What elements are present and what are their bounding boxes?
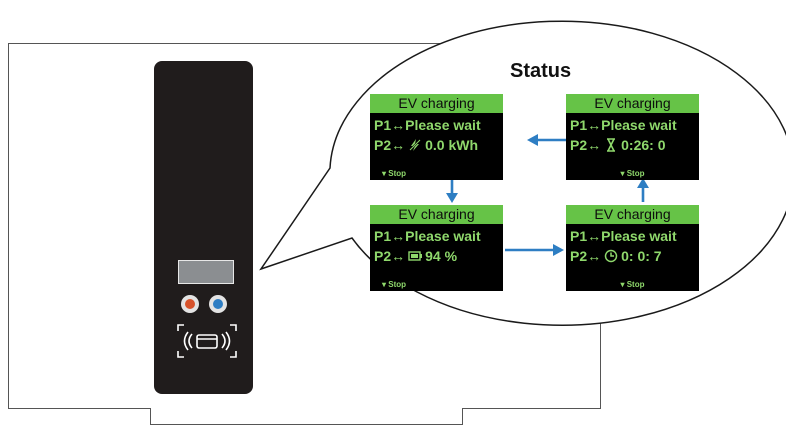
hourglass-icon bbox=[607, 138, 616, 152]
stop-label: ▾ Stop bbox=[382, 169, 407, 178]
screen-header: EV charging bbox=[370, 94, 503, 113]
screen-line-2: P2↔ 0:26: 0 bbox=[566, 134, 699, 156]
screen-header: EV charging bbox=[370, 205, 503, 224]
screen-value: 0:26: 0 bbox=[621, 137, 666, 153]
screen-line-1: P1↔Please wait bbox=[570, 117, 677, 133]
screen-value: 94 % bbox=[425, 248, 458, 264]
screen-line-1: P1↔Please wait bbox=[374, 228, 481, 244]
lcd-screen-energy: EV charging P1↔Please wait P2↔ 0.0 kWh ▾… bbox=[370, 94, 503, 180]
socket-right bbox=[209, 295, 227, 313]
screen-port-label: P2↔ bbox=[570, 137, 602, 153]
stop-label: ▾ Stop bbox=[382, 280, 407, 289]
lcd-screen-elapsed-time: EV charging P1↔Please wait P2↔ 0: 0: 7 ▾… bbox=[566, 205, 699, 291]
stop-label: ▾ Stop bbox=[620, 169, 645, 178]
charger-display bbox=[178, 260, 234, 284]
screen-line-2: P2↔ 94 % bbox=[370, 245, 503, 267]
screen-line-1: P1↔Please wait bbox=[374, 117, 481, 133]
clock-icon bbox=[604, 249, 618, 263]
screen-line-2: P2↔ 0.0 kWh bbox=[370, 134, 503, 156]
screen-port-label: P2↔ bbox=[570, 248, 602, 264]
screen-port-label: P2↔ bbox=[374, 137, 406, 153]
stop-label: ▾ Stop bbox=[620, 280, 645, 289]
screen-line-2: P2↔ 0: 0: 7 bbox=[566, 245, 699, 267]
battery-icon bbox=[408, 251, 423, 261]
socket-left bbox=[181, 295, 199, 313]
lcd-screen-battery: EV charging P1↔Please wait P2↔ 94 % ▾ St… bbox=[370, 205, 503, 291]
rfid-card-icon bbox=[177, 324, 237, 358]
screen-value: 0: 0: 7 bbox=[621, 248, 662, 264]
lcd-screen-time-remaining: EV charging P1↔Please wait P2↔ 0:26: 0 ▾… bbox=[566, 94, 699, 180]
lightning-slash-icon bbox=[409, 139, 421, 151]
charger-unit bbox=[154, 61, 253, 394]
status-title: Status bbox=[510, 60, 572, 82]
screen-header: EV charging bbox=[566, 205, 699, 224]
screen-line-1: P1↔Please wait bbox=[570, 228, 677, 244]
base-plinth bbox=[150, 408, 463, 425]
screen-header: EV charging bbox=[566, 94, 699, 113]
flow-arrows bbox=[446, 134, 649, 256]
screen-port-label: P2↔ bbox=[374, 248, 406, 264]
screen-value: 0.0 kWh bbox=[425, 137, 479, 153]
